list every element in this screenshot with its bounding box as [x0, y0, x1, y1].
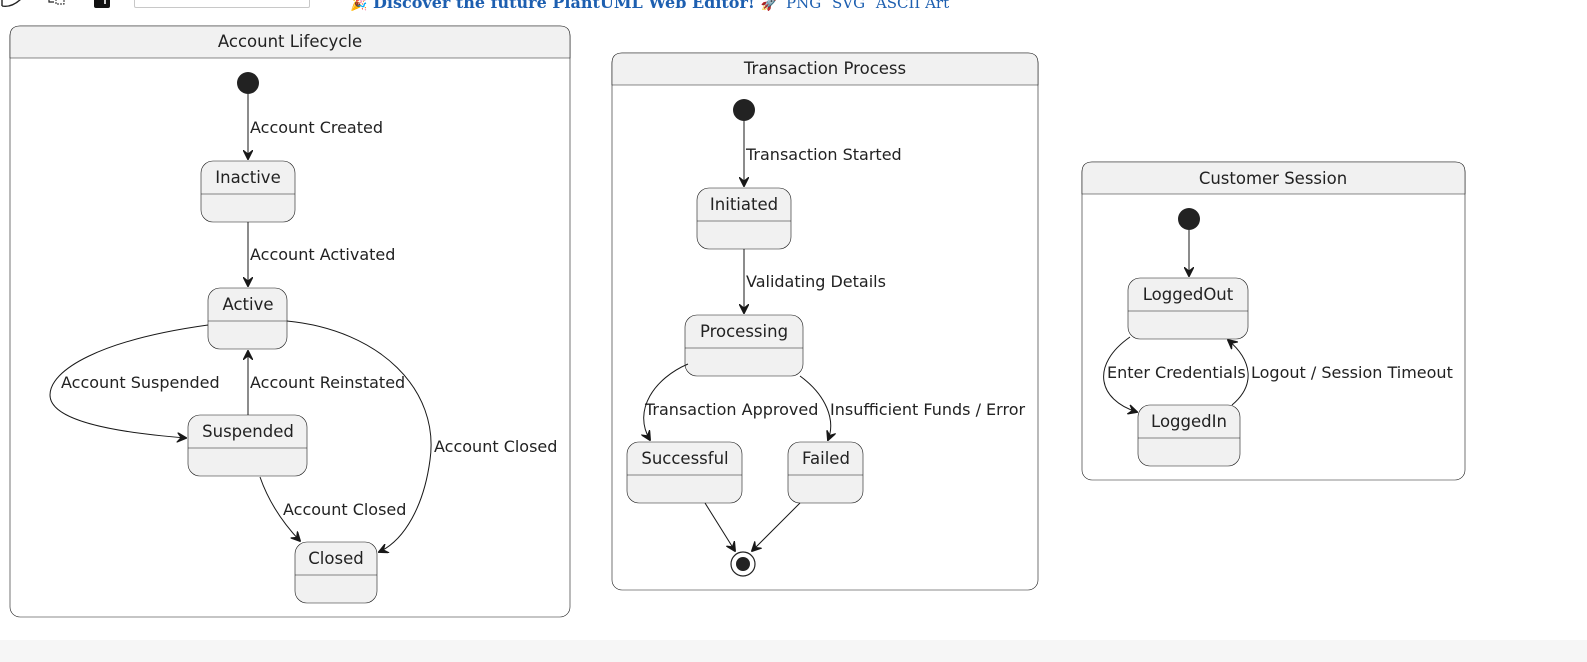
group-frame [611, 52, 1039, 591]
state-failed[interactable]: Failed [787, 441, 864, 504]
group-header [9, 25, 571, 59]
state-label: Successful [641, 449, 728, 468]
png-link[interactable]: PNG [786, 0, 822, 12]
state-label: Closed [308, 549, 363, 568]
transition-label: Transaction Started [745, 145, 902, 164]
expand-icon[interactable] [46, 0, 70, 10]
state-successful[interactable]: Successful [626, 441, 743, 504]
group-title: Account Lifecycle [218, 32, 362, 51]
state-loggedin[interactable]: LoggedIn [1137, 404, 1241, 467]
state-label: Inactive [215, 168, 280, 187]
format-links: PNG SVG ASCII Art [786, 0, 955, 14]
group-header [611, 52, 1039, 86]
state-closed[interactable]: Closed [294, 541, 378, 604]
page-footer-strip [0, 640, 1587, 662]
state-label: Failed [802, 449, 850, 468]
svg-link[interactable]: SVG [831, 0, 866, 12]
group-header [1081, 161, 1466, 195]
group-transaction-process: Transaction Process Initiated Processing… [611, 52, 1039, 591]
state-label: Processing [700, 322, 788, 341]
state-suspended[interactable]: Suspended [187, 414, 308, 477]
search-input[interactable] [134, 0, 310, 8]
transition-label: Logout / Session Timeout [1251, 363, 1453, 382]
initial-state [1178, 208, 1200, 230]
rocket-icon: 🚀 [760, 0, 778, 12]
transition-label: Account Reinstated [250, 373, 405, 392]
transition-edge [1228, 340, 1249, 406]
ascii-art-link[interactable]: ASCII Art [875, 0, 950, 12]
group-customer-session: Customer Session LoggedOut LoggedIn Ente… [1081, 161, 1466, 481]
transition-label: Account Created [250, 118, 383, 137]
final-state [730, 551, 756, 577]
transition-edge [49, 324, 209, 438]
transition-label: Insufficient Funds / Error [830, 400, 1025, 419]
transition-edge [259, 476, 300, 541]
editor-banner[interactable]: 🎉 Discover the future PlantUML Web Edito… [350, 0, 778, 14]
party-icon: 🎉 [350, 0, 368, 12]
banner-link[interactable]: Discover the future PlantUML Web Editor! [373, 0, 755, 12]
transition-edge [286, 320, 432, 552]
state-label: LoggedIn [1151, 412, 1227, 431]
group-title: Customer Session [1199, 169, 1347, 188]
transition-edge [799, 375, 831, 440]
toolbar: 🎉 Discover the future PlantUML Web Edito… [0, 0, 1587, 14]
transition-label: Account Closed [434, 437, 557, 456]
transition-label: Account Suspended [61, 373, 220, 392]
state-label: Active [222, 295, 273, 314]
transition-edge [1103, 336, 1137, 412]
state-processing[interactable]: Processing [684, 314, 804, 377]
transition-edge [752, 502, 801, 551]
transition-edge [644, 363, 689, 440]
initial-state [733, 99, 755, 121]
state-inactive[interactable]: Inactive [200, 160, 296, 223]
initial-state [237, 72, 259, 94]
transition-label: Enter Credentials [1107, 363, 1246, 382]
group-title: Transaction Process [743, 59, 906, 78]
state-label: LoggedOut [1143, 285, 1234, 304]
transition-label: Account Closed [283, 500, 406, 519]
state-initiated[interactable]: Initiated [696, 187, 792, 250]
state-label: Initiated [710, 195, 778, 214]
transition-label: Account Activated [250, 245, 395, 264]
group-account-lifecycle: Account Lifecycle Inactive Active Suspen… [9, 25, 571, 618]
copy-icon[interactable] [90, 0, 114, 10]
transition-label: Validating Details [746, 272, 886, 291]
state-active[interactable]: Active [207, 287, 288, 350]
state-loggedout[interactable]: LoggedOut [1127, 277, 1249, 340]
transition-edge [704, 502, 735, 551]
transition-label: Transaction Approved [644, 400, 818, 419]
state-label: Suspended [202, 422, 294, 441]
undo-icon[interactable] [0, 0, 24, 10]
